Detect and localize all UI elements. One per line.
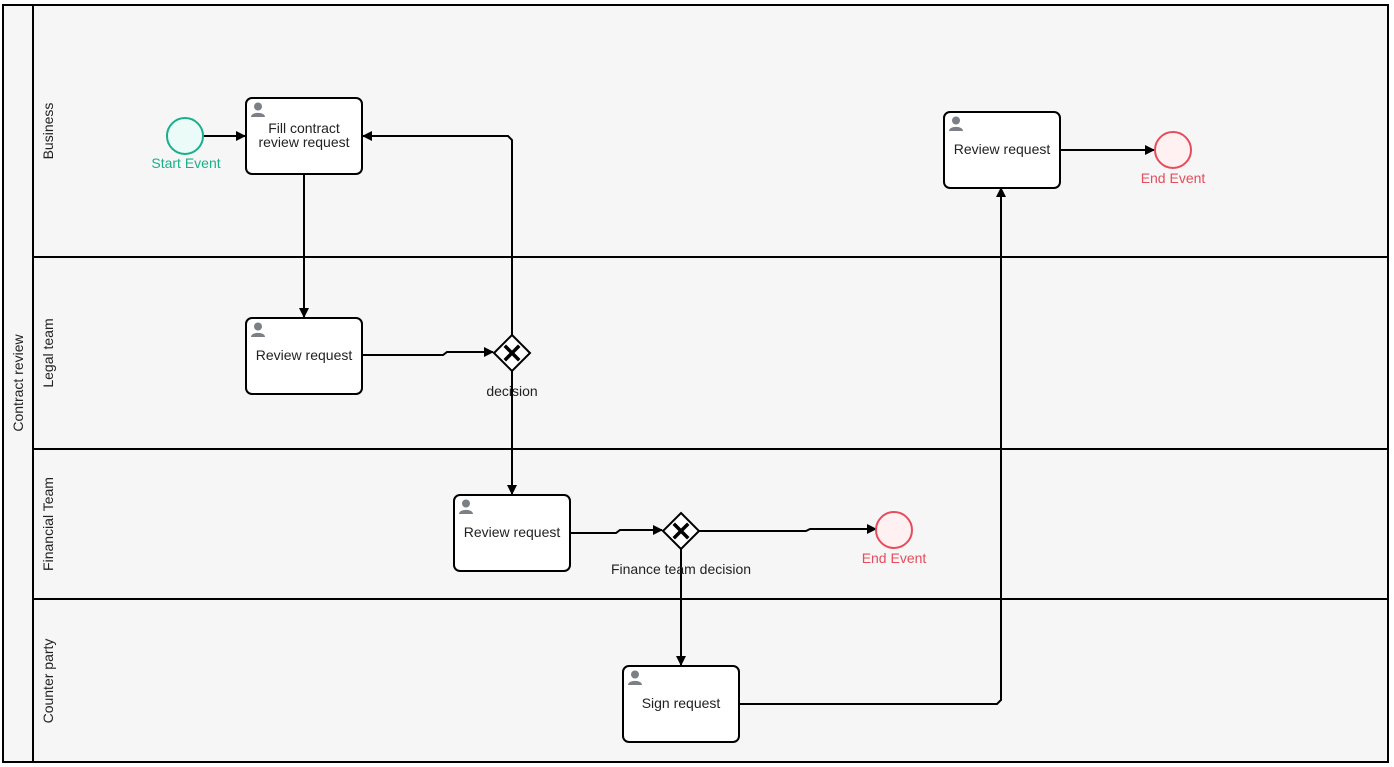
flow-legal-review-to-decision[interactable] xyxy=(362,347,494,357)
task-box xyxy=(943,111,1061,189)
lane-counter-label: Counter party xyxy=(40,639,56,724)
flow-finance-review-to-decision[interactable] xyxy=(570,525,663,535)
lane-business[interactable]: Business xyxy=(32,4,1389,258)
task-box xyxy=(453,494,571,572)
lane-finance-label: Financial Team xyxy=(40,477,56,571)
gateway-finance-team-decision[interactable]: Finance team decision xyxy=(611,511,751,577)
end-event-circle xyxy=(875,511,913,549)
end-event-label: End Event xyxy=(1141,170,1206,186)
task-label-line-2: review request xyxy=(258,134,349,150)
task-fill-contract-review-request[interactable]: Fill contract review request xyxy=(245,97,363,175)
start-event-circle xyxy=(166,117,204,155)
task-label: Sign request xyxy=(642,695,721,711)
end-event-circle xyxy=(1154,131,1192,169)
lane-legal-area xyxy=(32,256,1389,450)
lane-legal[interactable]: Legal team xyxy=(32,256,1389,450)
user-icon xyxy=(251,322,265,337)
task-box xyxy=(245,317,363,395)
start-event[interactable]: Start Event xyxy=(151,117,221,171)
task-label: Review request xyxy=(464,524,561,540)
gateway-label: Finance team decision xyxy=(611,561,751,577)
gateway-decision[interactable]: decision xyxy=(486,333,538,399)
pool-label: Contract review xyxy=(10,333,26,431)
user-icon xyxy=(251,102,265,117)
end-event-business[interactable]: End Event xyxy=(1141,131,1206,186)
sequence-flows xyxy=(203,131,1155,705)
lane-business-area xyxy=(32,4,1389,258)
user-icon xyxy=(949,116,963,131)
flow-decision-to-fill[interactable] xyxy=(362,131,513,335)
task-sign-request[interactable]: Sign request xyxy=(622,665,740,743)
task-label-line-1: Fill contract xyxy=(268,120,340,136)
x-icon xyxy=(503,344,521,362)
task-label: Review request xyxy=(954,141,1051,157)
task-box xyxy=(245,97,363,175)
start-event-label: Start Event xyxy=(151,155,220,171)
task-label: Review request xyxy=(256,347,353,363)
task-business-review-request[interactable]: Review request xyxy=(943,111,1061,189)
flow-sign-to-business-review[interactable] xyxy=(739,187,1006,705)
lane-legal-label: Legal team xyxy=(40,318,56,387)
end-event-finance[interactable]: End Event xyxy=(862,511,927,566)
flow-finance-decision-to-end[interactable] xyxy=(699,524,877,534)
task-finance-review-request[interactable]: Review request xyxy=(453,494,571,572)
end-event-label: End Event xyxy=(862,550,927,566)
x-icon xyxy=(672,522,690,540)
user-icon xyxy=(628,670,642,685)
lane-business-label: Business xyxy=(40,103,56,160)
task-legal-review-request[interactable]: Review request xyxy=(245,317,363,395)
user-icon xyxy=(459,499,473,514)
gateway-label: decision xyxy=(486,383,537,399)
task-box xyxy=(622,665,740,743)
